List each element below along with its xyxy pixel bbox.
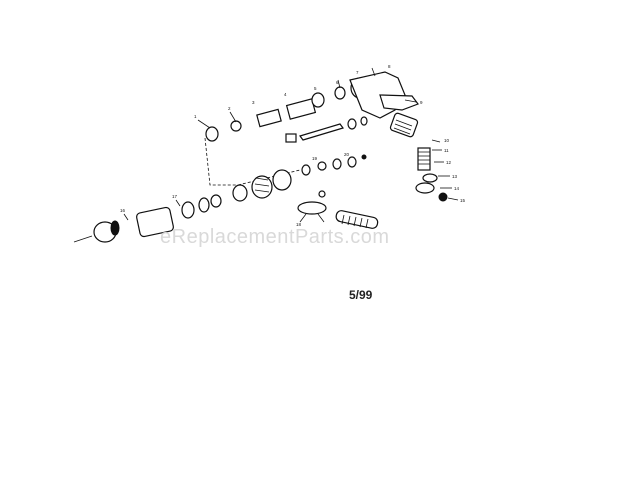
- handle-clamp: [297, 201, 327, 215]
- chuck-jaw: [110, 220, 120, 236]
- clamp-bolt: [317, 213, 325, 223]
- gear-ring-2: [198, 197, 210, 213]
- svg-text:4: 4: [284, 92, 287, 97]
- leader-lines: [123, 67, 459, 223]
- cylinder-end: [272, 169, 292, 191]
- svg-text:2: 2: [228, 106, 231, 111]
- grip-handle: [379, 94, 419, 111]
- trigger-pin: [301, 164, 311, 176]
- svg-text:8: 8: [388, 64, 391, 69]
- svg-text:11: 11: [444, 148, 449, 153]
- pin-cap: [317, 161, 327, 171]
- small-block: [285, 133, 297, 143]
- small-screw: [361, 154, 367, 160]
- upper-ring: [230, 120, 242, 132]
- handle-housing: [349, 71, 419, 138]
- side-handle: [297, 201, 379, 229]
- upper-rotor: [285, 98, 317, 120]
- svg-text:1: 1: [194, 114, 197, 119]
- upper-bearing: [311, 92, 325, 108]
- throttle-valve: [438, 192, 448, 202]
- shaft-washer: [360, 116, 368, 126]
- svg-text:14: 14: [454, 186, 460, 191]
- long-shaft: [299, 123, 344, 141]
- svg-text:9: 9: [420, 100, 423, 105]
- ring-gear: [251, 175, 273, 199]
- guide-line-left: [204, 137, 238, 186]
- center-ring: [318, 190, 326, 198]
- spring-coils: [418, 151, 430, 165]
- shaft-collar: [347, 118, 357, 130]
- exhaust-cap: [389, 112, 419, 138]
- middle-shaft: [285, 116, 368, 143]
- svg-text:5: 5: [314, 86, 317, 91]
- svg-text:15: 15: [460, 198, 466, 203]
- upper-seal: [334, 86, 346, 100]
- gear-teeth: [254, 177, 270, 193]
- svg-text:12: 12: [446, 160, 452, 165]
- watermark: eReplacementParts.com: [160, 226, 390, 248]
- upper-washer: [205, 126, 219, 142]
- gear-housing: [136, 206, 174, 238]
- svg-text:10: 10: [444, 138, 450, 143]
- center-small-parts: [301, 154, 367, 198]
- grip-texture: [341, 214, 369, 229]
- guide-line-center: [237, 169, 301, 186]
- svg-text:13: 13: [452, 174, 458, 179]
- svg-text:7: 7: [356, 70, 359, 75]
- regulator-knob: [415, 182, 435, 194]
- upper-cylinder: [256, 108, 282, 128]
- gear-ring-3: [210, 194, 222, 208]
- gear-ring-1: [181, 201, 195, 219]
- callout-numbers: 1 2 3 4 5 6 7 8 9 10 11 12 13 14 15 16 1…: [120, 64, 466, 227]
- planet-gear: [232, 184, 248, 202]
- svg-text:6: 6: [336, 80, 339, 85]
- lower-assembly: [73, 169, 292, 243]
- svg-text:3: 3: [252, 100, 255, 105]
- svg-text:18: 18: [296, 222, 302, 227]
- svg-text:16: 16: [120, 208, 126, 213]
- svg-text:20: 20: [344, 152, 350, 157]
- svg-text:17: 17: [172, 194, 178, 199]
- date-code: 5/99: [349, 288, 373, 302]
- regulator-stack: [415, 147, 448, 202]
- drill-bit: [73, 235, 93, 243]
- bushing-2: [347, 156, 357, 168]
- exhaust-cap-ribs: [393, 119, 413, 135]
- spring-body: [417, 147, 431, 171]
- svg-text:19: 19: [312, 156, 318, 161]
- bushing-1: [332, 158, 342, 170]
- regulator-ring: [422, 173, 438, 183]
